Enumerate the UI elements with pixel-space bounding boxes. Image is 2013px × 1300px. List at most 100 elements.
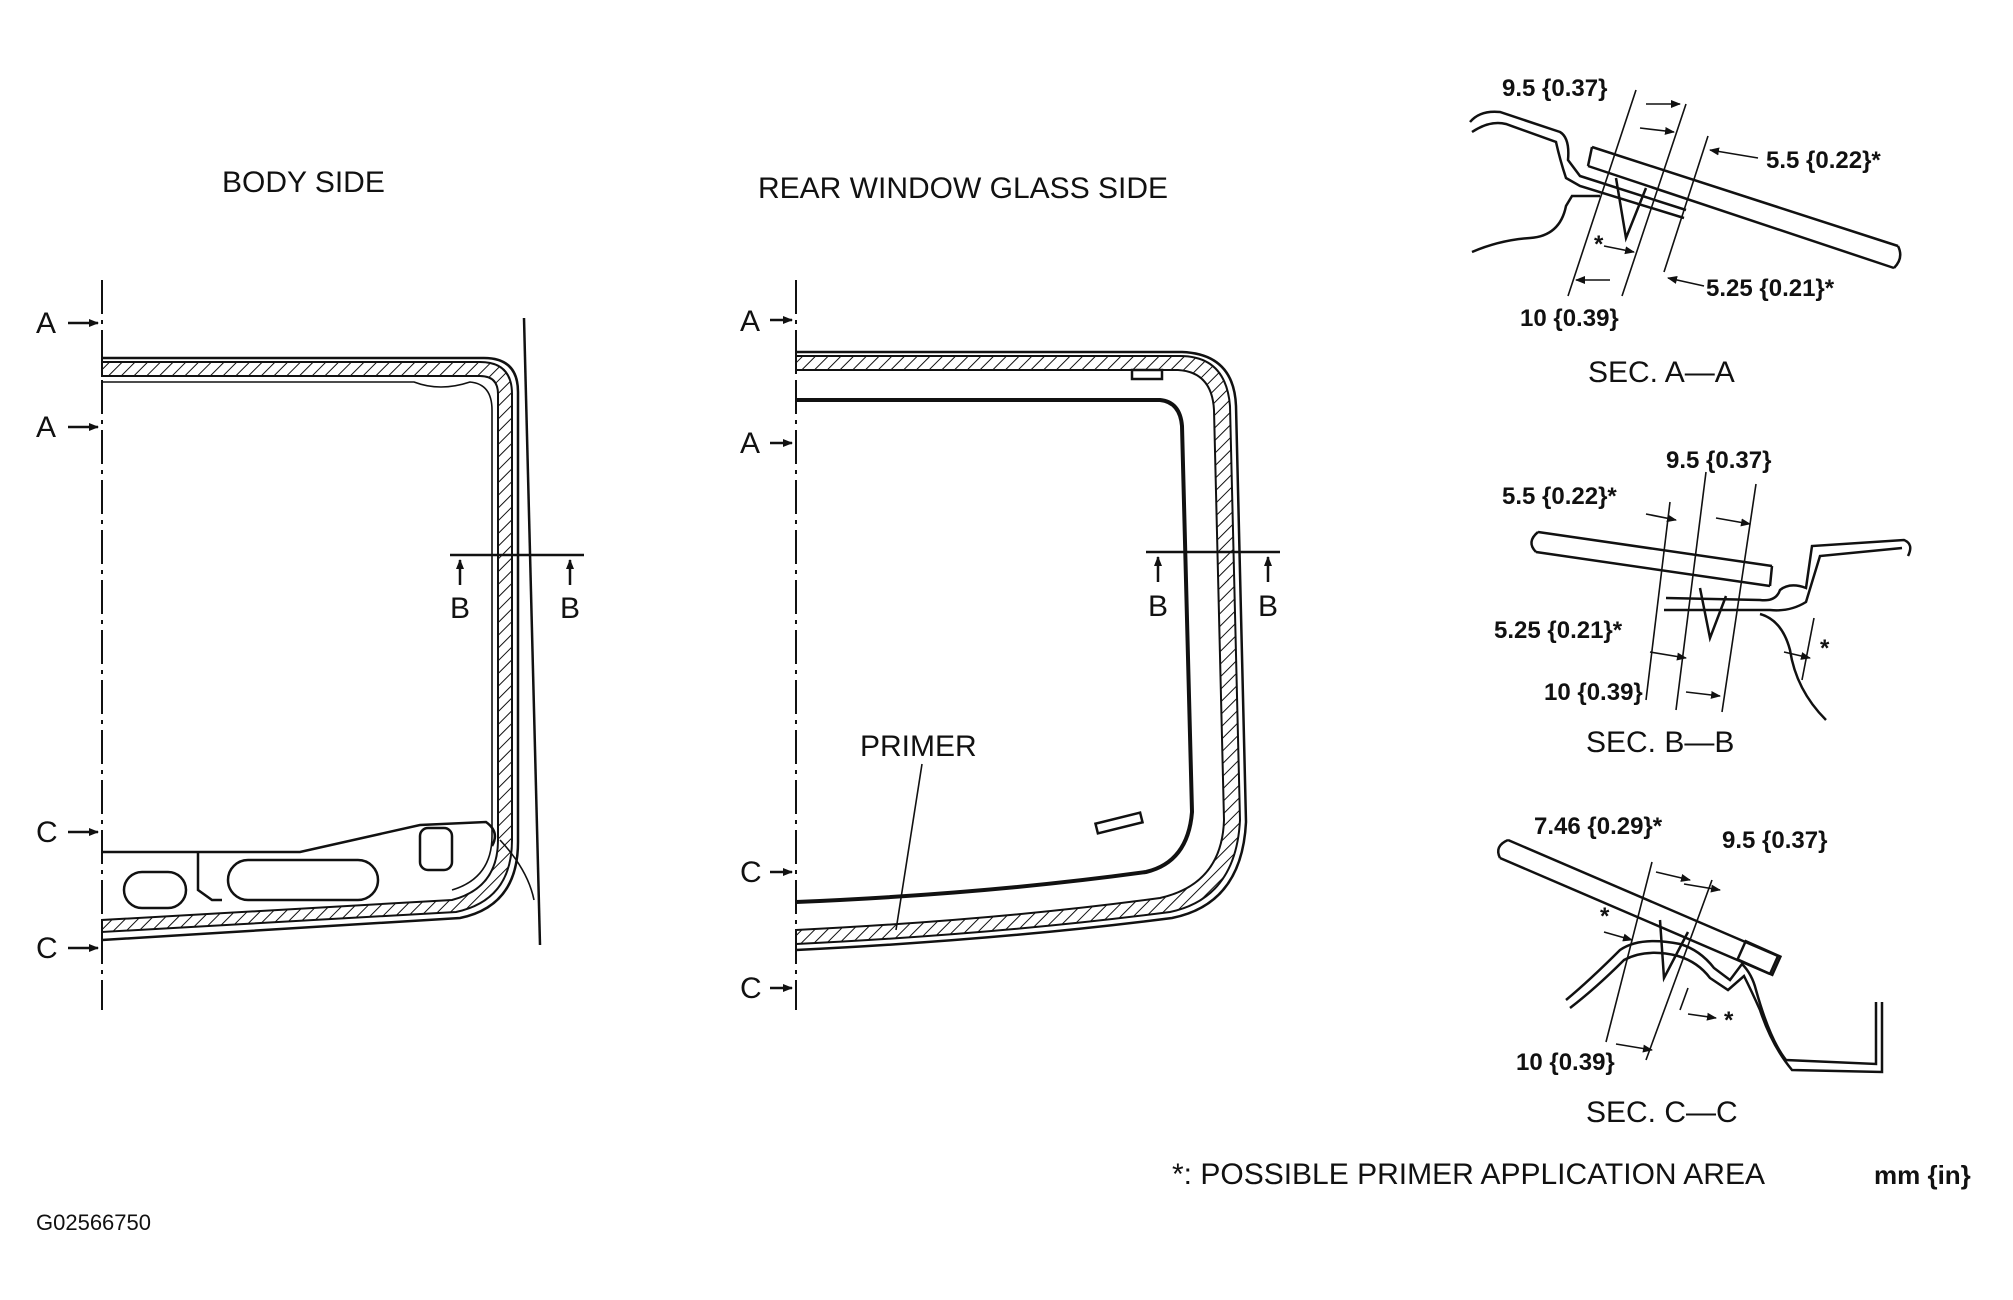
- glass-outer-edge: [795, 350, 1248, 952]
- bb-flange-upper: [1665, 538, 1912, 602]
- bb-dim-arrow-55: [1645, 513, 1677, 523]
- aa-ext-1: [1567, 89, 1637, 297]
- aa-ext-3: [1663, 135, 1709, 273]
- body-flange-band: [101, 361, 513, 934]
- glass-cut-label-a-2: A: [740, 427, 760, 460]
- aa-title: SEC. A—A: [1588, 356, 1735, 389]
- bb-star: *: [1820, 635, 1830, 662]
- cc-ext-3: [1679, 987, 1689, 1011]
- aa-glass-end: [1893, 245, 1902, 269]
- aa-flange-upper: [1469, 110, 1687, 212]
- cc-dim-arrow-star-2: [1687, 1012, 1717, 1021]
- cc-glass-bottom: [1499, 856, 1771, 976]
- units-label: mm {in}: [1874, 1160, 1971, 1190]
- cc-glass-stop: [1735, 939, 1783, 977]
- body-cut-label-a-1: A: [36, 307, 56, 340]
- primer-leader-line: [895, 763, 923, 931]
- aa-ext-2: [1621, 103, 1687, 297]
- glass-cut-label-c-1: C: [740, 856, 762, 889]
- body-cut-label-a-2: A: [36, 411, 56, 444]
- section-aa: 9.5 {0.37} 5.5 {0.22}* 5.25 {0.21}* 10 {…: [1469, 75, 1902, 389]
- aa-glass-start: [1586, 146, 1594, 167]
- bb-dim-95: 9.5 {0.37}: [1666, 447, 1771, 474]
- glass-cut-label-b-left: B: [1148, 590, 1168, 623]
- bb-flange-lower: [1664, 546, 1903, 612]
- aa-dim-525: 5.25 {0.21}*: [1706, 275, 1835, 302]
- body-lower-rail: [102, 820, 497, 854]
- aa-body-lower: [1471, 194, 1600, 254]
- body-cut-label-b-right: B: [560, 592, 580, 625]
- body-cut-label-c-2: C: [36, 932, 58, 965]
- cc-dim-arrow-10: [1615, 1043, 1653, 1053]
- cc-title: SEC. C—C: [1586, 1096, 1738, 1129]
- bb-ext-3: [1645, 501, 1671, 701]
- bb-ext-4: [1801, 617, 1815, 681]
- cc-dim-arrow-746: [1655, 871, 1691, 882]
- body-cut-label-c-1: C: [36, 816, 58, 849]
- cc-dim-746: 7.46 {0.29}*: [1534, 813, 1663, 840]
- cc-glass-start: [1768, 955, 1780, 975]
- glass-tab-bottom: [1093, 811, 1145, 835]
- aa-adhesive-bead: [1614, 177, 1648, 243]
- primer-label: PRIMER: [860, 730, 977, 763]
- glass-cut-label-a-1: A: [740, 305, 760, 338]
- bb-ext-2: [1721, 483, 1757, 713]
- cc-body-outer: [1565, 939, 1878, 1066]
- glass-side-view: REAR WINDOW GLASS SIDE B B PRIMER A A C …: [740, 172, 1280, 1010]
- body-cut-label-b-left: B: [450, 592, 470, 625]
- cc-adhesive-bead: [1658, 919, 1690, 983]
- bb-glass-top: [1537, 530, 1773, 568]
- cc-dim-10: 10 {0.39}: [1516, 1049, 1615, 1076]
- glass-side-title: REAR WINDOW GLASS SIDE: [758, 172, 1168, 205]
- body-lower-clip: [418, 826, 454, 872]
- glass-primer-line: [795, 398, 1195, 904]
- body-lower-hole-2: [226, 858, 380, 902]
- body-side-view: BODY SIDE B B A A C C: [36, 166, 584, 1010]
- body-flange-inner-edge: [102, 381, 493, 891]
- aa-glass-top: [1591, 145, 1899, 248]
- cc-dim-arrow-95: [1683, 883, 1721, 893]
- bb-dim-arrow-525: [1649, 651, 1687, 661]
- body-pillar-line: [522, 317, 542, 946]
- bb-ext-1: [1675, 471, 1707, 711]
- aa-leader-525: [1667, 276, 1705, 287]
- bb-glass-start: [1768, 565, 1774, 587]
- glass-cut-label-b-right: B: [1258, 590, 1278, 623]
- section-cc: 7.46 {0.29}* 9.5 {0.37} 10 {0.39} * * SE…: [1497, 813, 1884, 1129]
- bb-adhesive-bead: [1698, 587, 1728, 643]
- bb-dim-arrow-star: [1783, 651, 1811, 660]
- footnote-primer-area: *: POSSIBLE PRIMER APPLICATION AREA: [1172, 1158, 1765, 1191]
- body-flange-outer-edge: [101, 356, 520, 942]
- cc-dim-arrow-star-1: [1603, 931, 1633, 942]
- figure-code: G02566750: [36, 1210, 151, 1235]
- body-side-title: BODY SIDE: [222, 166, 385, 199]
- bb-dim-55: 5.5 {0.22}*: [1502, 483, 1617, 510]
- cc-star-2: *: [1724, 1007, 1734, 1034]
- bb-dim-arrow-10: [1685, 690, 1721, 699]
- aa-dim-95: 9.5 {0.37}: [1502, 75, 1607, 102]
- cc-star-1: *: [1600, 903, 1610, 930]
- cc-body-inner: [1569, 951, 1884, 1074]
- body-pillar-curve: [499, 839, 535, 901]
- bb-dim-arrow-95: [1715, 517, 1751, 527]
- cc-glass-end: [1497, 838, 1509, 859]
- cc-dim-95: 9.5 {0.37}: [1722, 827, 1827, 854]
- aa-leader-55: [1709, 147, 1759, 159]
- cc-ext-1: [1605, 861, 1653, 1043]
- bb-dim-525: 5.25 {0.21}*: [1494, 617, 1623, 644]
- bb-dim-10: 10 {0.39}: [1544, 679, 1643, 706]
- body-lower-bracket: [196, 852, 222, 902]
- aa-dim-arrow-55: [1639, 126, 1675, 135]
- section-bb: 9.5 {0.37} 5.5 {0.22}* 5.25 {0.21}* 10 {…: [1494, 447, 1912, 759]
- aa-flange-lower-edge: [1471, 121, 1685, 220]
- bb-body-lower: [1759, 612, 1827, 721]
- glass-ceramic-band: [795, 355, 1242, 946]
- aa-glass-bottom: [1587, 164, 1895, 270]
- bb-glass-bottom: [1535, 550, 1771, 588]
- glass-tab-top: [1130, 368, 1164, 381]
- bb-title: SEC. B—B: [1586, 726, 1734, 759]
- glass-cut-label-c-2: C: [740, 972, 762, 1005]
- bb-glass-end: [1530, 531, 1539, 553]
- aa-dim-10: 10 {0.39}: [1520, 305, 1619, 332]
